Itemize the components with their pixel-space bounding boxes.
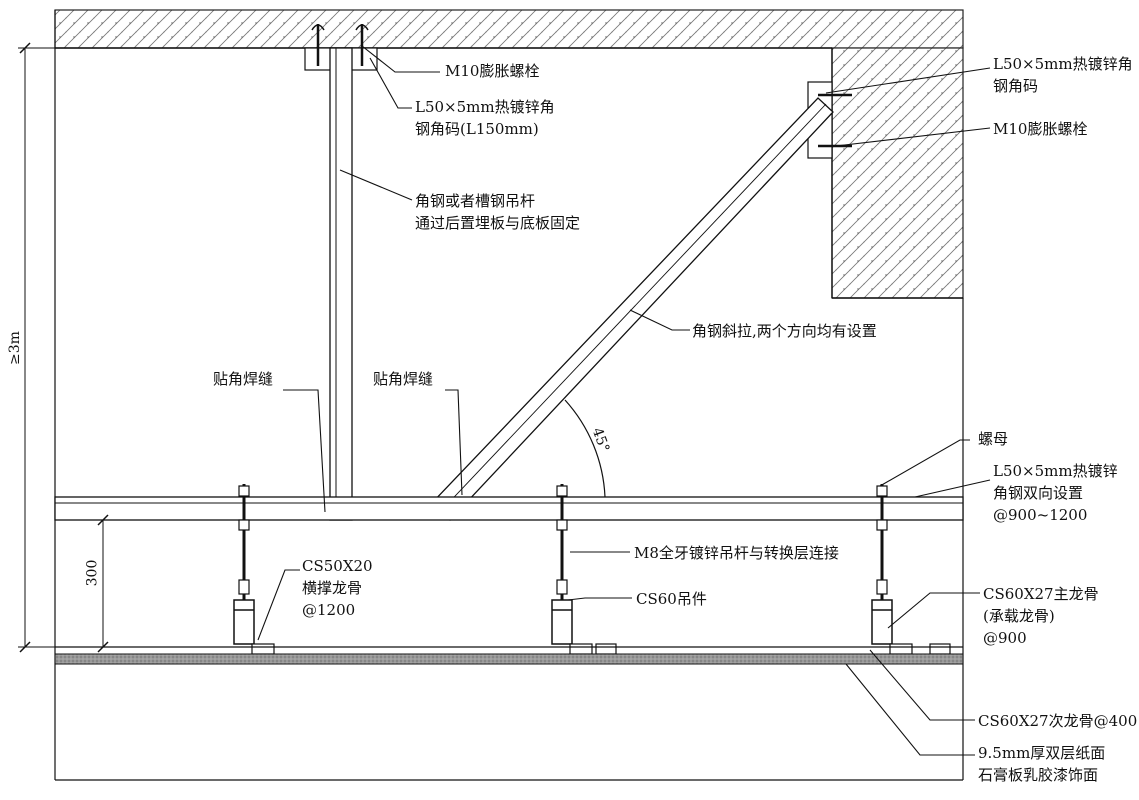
dimension-300: 300 (84, 559, 101, 587)
label-gypsum: 9.5mm厚双层纸面 石膏板乳胶漆饰面 (978, 742, 1105, 786)
nut-icon (238, 485, 250, 497)
secondary-channel (595, 643, 617, 655)
label-bolt-right: M10膨胀螺栓 (993, 120, 1088, 138)
label-line: 横撑龙骨 (302, 579, 363, 597)
nut-icon (876, 519, 888, 531)
label-line: CS50X20 (302, 557, 373, 575)
hanger-clip (238, 579, 250, 595)
concrete-slab (54, 9, 964, 299)
label-nut: 螺母 (978, 430, 1009, 448)
label-line: @900 (983, 629, 1027, 647)
label-line: 石膏板乳胶漆饰面 (978, 766, 1099, 784)
secondary-channel (929, 643, 951, 655)
label-cs60-main: CS60X27主龙骨 (承载龙骨) @900 (983, 583, 1099, 649)
label-bolt-top: M10膨胀螺栓 (445, 62, 540, 80)
main-channel (551, 599, 573, 645)
label-line: (承载龙骨) (983, 607, 1055, 625)
label-angle-code-top: L50×5mm热镀锌角 钢角码(L150mm) (415, 96, 555, 140)
label-line: L50×5mm热镀锌角 (993, 55, 1133, 73)
nut-icon (556, 485, 568, 497)
diagonal-brace (429, 97, 834, 521)
label-line: 角钢或者槽钢吊杆 (415, 192, 536, 210)
secondary-channel (889, 643, 913, 655)
leader-lines (257, 45, 991, 756)
label-m8-rod: M8全牙镀锌吊杆与转换层连接 (634, 544, 839, 562)
label-line: @1200 (302, 601, 356, 619)
vertical-hanger-angle-steel (329, 47, 353, 521)
drawing-frame (54, 10, 964, 781)
hanger-clip (556, 579, 568, 595)
label-line: 钢角码 (993, 77, 1039, 95)
main-channel (871, 599, 893, 645)
label-hanger-rod: 角钢或者槽钢吊杆 通过后置埋板与底板固定 (415, 190, 580, 234)
nut-icon (556, 519, 568, 531)
nut-icon (238, 519, 250, 531)
label-line: 钢角码(L150mm) (415, 120, 539, 138)
secondary-channel (251, 643, 275, 655)
label-line: L50×5mm热镀锌 (993, 462, 1118, 480)
main-channel (233, 599, 255, 645)
label-angle-steel-double: L50×5mm热镀锌 角钢双向设置 @900~1200 (993, 460, 1118, 526)
m8-threaded-rods (233, 484, 951, 655)
label-line: 角钢双向设置 (993, 484, 1084, 502)
label-line: @900~1200 (993, 506, 1088, 524)
label-line: 9.5mm厚双层纸面 (978, 744, 1106, 762)
secondary-channel (569, 643, 593, 655)
label-cs60-secondary: CS60X27次龙骨@400 (978, 712, 1138, 730)
label-diagonal-brace: 角钢斜拉,两个方向均有设置 (692, 322, 877, 340)
label-cs50: CS50X20 横撑龙骨 @1200 (302, 555, 373, 621)
label-weld-left: 贴角焊缝 (213, 370, 274, 388)
angle-arc (564, 399, 606, 498)
nut-icon (876, 485, 888, 497)
label-cs60-hanger: CS60吊件 (636, 590, 707, 608)
label-angle-code-right: L50×5mm热镀锌角 钢角码 (993, 53, 1133, 97)
label-weld-mid: 贴角焊缝 (373, 370, 434, 388)
label-line: CS60X27主龙骨 (983, 585, 1099, 603)
gypsum-board-ceiling (54, 646, 964, 665)
label-line: 通过后置埋板与底板固定 (415, 214, 581, 232)
transfer-layer-angle (54, 496, 964, 521)
dimension-lines (18, 42, 112, 653)
dimension-height: ≥3m (6, 331, 23, 365)
hanger-clip (876, 579, 888, 595)
label-line: L50×5mm热镀锌角 (415, 98, 555, 116)
